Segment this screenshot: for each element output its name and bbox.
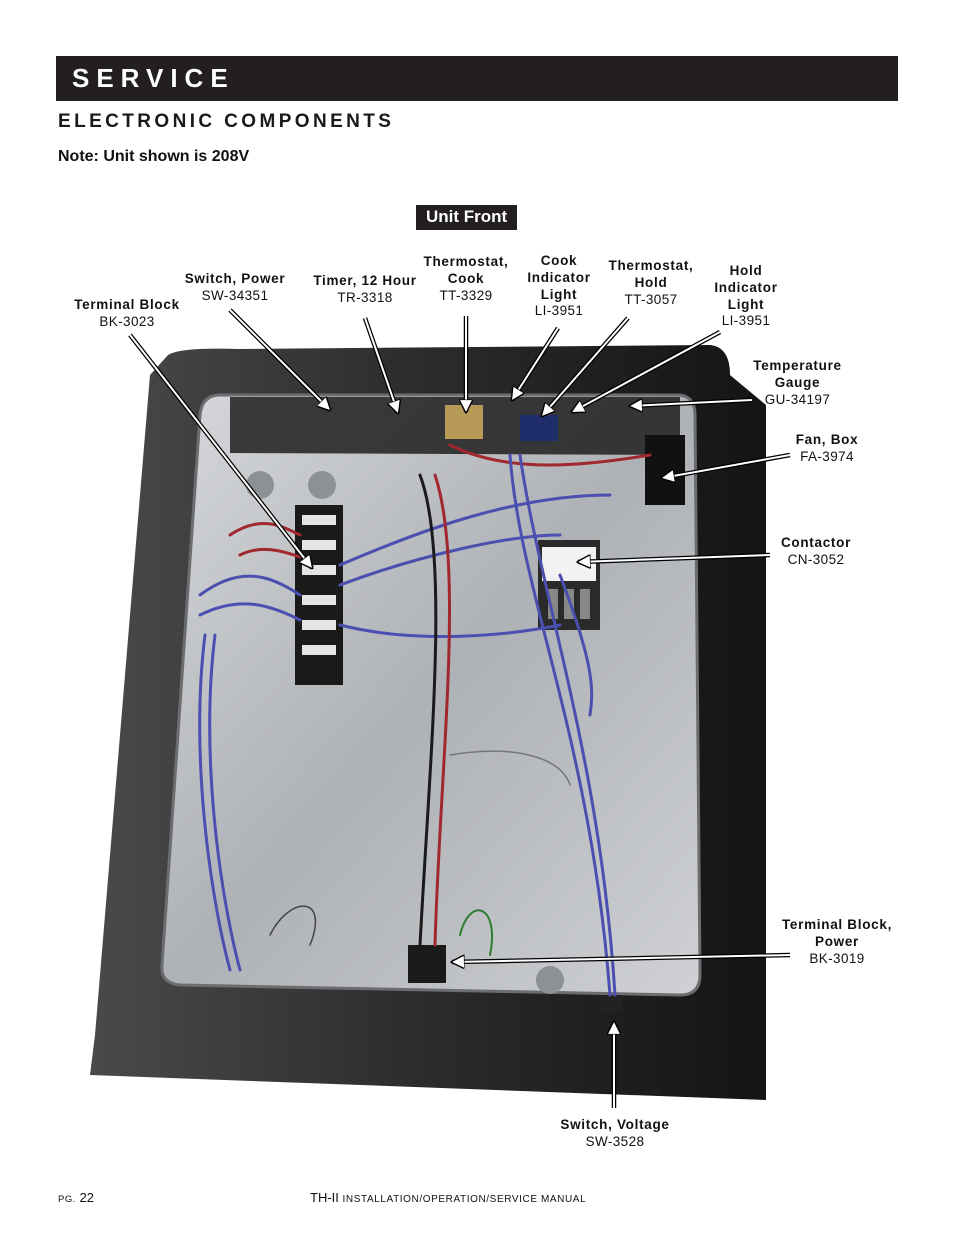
page-number-value: 22 bbox=[79, 1190, 94, 1205]
callout-switch-power: Switch, Power SW-34351 bbox=[175, 271, 295, 305]
section-title: ELECTRONIC COMPONENTS bbox=[58, 111, 395, 132]
page-prefix: PG. bbox=[58, 1194, 76, 1205]
callout-terminal-block-power: Terminal Block, Power BK-3019 bbox=[772, 917, 902, 967]
callout-temperature-gauge: Temperature Gauge GU-34197 bbox=[740, 358, 855, 408]
callout-part: TR-3318 bbox=[337, 289, 393, 305]
callout-timer: Timer, 12 Hour TR-3318 bbox=[305, 273, 425, 307]
callout-fan-box: Fan, Box FA-3974 bbox=[776, 432, 878, 466]
footer-manual-name: INSTALLATION/OPERATION/SERVICE MANUAL bbox=[342, 1194, 587, 1205]
callout-contactor: Contactor CN-3052 bbox=[766, 535, 866, 569]
page-title: SERVICE bbox=[72, 63, 235, 93]
callout-part: BK-3019 bbox=[809, 950, 865, 966]
callout-part: LI-3951 bbox=[534, 303, 584, 319]
callout-name: Switch, Power bbox=[184, 271, 286, 286]
page-number: PG. 22 bbox=[58, 1190, 94, 1205]
unit-front-label: Unit Front bbox=[416, 205, 518, 230]
callout-name: Fan, Box bbox=[795, 432, 859, 447]
callout-terminal-block: Terminal Block BK-3023 bbox=[64, 297, 190, 331]
callout-name: Terminal Block bbox=[74, 297, 180, 312]
callout-part: SW-34351 bbox=[201, 287, 269, 303]
unit-interior-photo bbox=[90, 345, 766, 1100]
callout-switch-voltage: Switch, Voltage SW-3528 bbox=[550, 1117, 680, 1151]
callout-part: FA-3974 bbox=[800, 448, 854, 464]
callout-name: Thermostat, Hold bbox=[608, 258, 694, 290]
callout-thermostat-hold: Thermostat, Hold TT-3057 bbox=[600, 258, 702, 308]
callout-name: Cook Indicator Light bbox=[527, 253, 591, 302]
header-bar: SERVICE bbox=[56, 56, 898, 101]
callout-name: Switch, Voltage bbox=[560, 1117, 670, 1132]
callout-name: Contactor bbox=[780, 535, 852, 550]
callout-name: Timer, 12 Hour bbox=[313, 273, 417, 288]
callout-name: Hold Indicator Light bbox=[714, 263, 778, 312]
callout-part: LI-3951 bbox=[721, 313, 771, 329]
callout-name: Thermostat, Cook bbox=[423, 254, 509, 286]
callout-part: GU-34197 bbox=[764, 391, 831, 407]
callout-part: BK-3023 bbox=[99, 313, 155, 329]
callout-part: TT-3057 bbox=[624, 291, 678, 307]
footer-manual-title: TH-II INSTALLATION/OPERATION/SERVICE MAN… bbox=[310, 1190, 586, 1205]
callout-name: Terminal Block, Power bbox=[781, 917, 893, 949]
callout-part: TT-3329 bbox=[439, 287, 493, 303]
callout-part: SW-3528 bbox=[585, 1133, 645, 1149]
callout-cook-indicator-light: Cook Indicator Light LI-3951 bbox=[519, 253, 599, 320]
footer-model: TH-II bbox=[310, 1190, 339, 1205]
callout-thermostat-cook: Thermostat, Cook TT-3329 bbox=[416, 254, 516, 304]
callout-name: Temperature Gauge bbox=[753, 358, 842, 390]
callout-hold-indicator-light: Hold Indicator Light LI-3951 bbox=[706, 263, 786, 330]
note-text: Note: Unit shown is 208V bbox=[58, 148, 250, 165]
callout-part: CN-3052 bbox=[787, 551, 845, 567]
